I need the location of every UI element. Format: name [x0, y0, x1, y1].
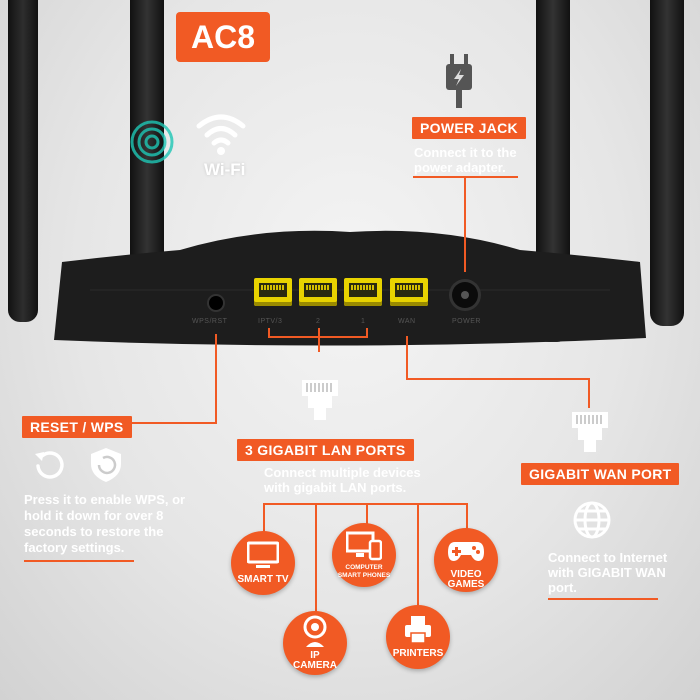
device-tree-computer: [366, 503, 368, 525]
power-jack: [452, 282, 478, 308]
computer-phone-icon: [346, 531, 382, 561]
device-tree-games: [466, 503, 468, 531]
reset-icon: [35, 451, 64, 479]
wan-desc-underline: [548, 598, 658, 600]
lan-port-1: [344, 278, 382, 306]
nfc-signal-icon: [130, 120, 174, 164]
reset-wps-title: RESET / WPS: [22, 416, 132, 438]
wan-port-title: GIGABIT WAN PORT: [521, 463, 680, 485]
power-jack-connector: [464, 176, 466, 272]
iptv-label: IPTV/3: [258, 318, 283, 325]
printer-icon: [405, 616, 431, 644]
lan-port-2: [299, 278, 337, 306]
wan-port: [390, 278, 428, 306]
reset-connector-v: [215, 334, 217, 424]
lan2-label: 2: [316, 318, 321, 325]
wan-label: WAN: [398, 318, 416, 325]
device-tree-tv: [263, 503, 265, 533]
antenna-right-outer: [650, 0, 684, 326]
device-smart-tv: SMART TV: [231, 531, 295, 595]
ac8-logo: AC8: [176, 12, 270, 62]
antenna-left-outer: [8, 0, 38, 322]
device-tree-camera: [315, 503, 317, 613]
wps-rst-label: WPS/RST: [192, 318, 228, 325]
power-label: POWER: [452, 318, 481, 325]
device-printers: PRINTERS: [386, 605, 450, 669]
ethernet-plug-icon: [302, 380, 338, 420]
tv-icon: [247, 541, 279, 568]
lan-port-3: [254, 278, 292, 306]
reset-button: [209, 296, 223, 310]
device-tree-printer: [417, 503, 419, 607]
logo-text: AC8: [190, 19, 255, 55]
lan-bracket-mid: [318, 328, 320, 352]
reset-desc-underline: [24, 560, 134, 562]
power-plug-icon: [446, 54, 472, 108]
wan-connector-h: [406, 378, 590, 380]
gamepad-icon: [448, 542, 484, 561]
lan-ports-title: 3 GIGABIT LAN PORTS: [237, 439, 414, 461]
reset-connector-h: [125, 422, 217, 424]
wan-connector-v2: [588, 378, 590, 408]
wifi-icon: [196, 114, 246, 155]
lan-bracket-left: [268, 328, 270, 338]
lan-bracket-right: [366, 328, 368, 338]
wifi-label: Wi-Fi: [204, 160, 246, 179]
shield-wps-icon: [91, 448, 121, 482]
device-tree-h: [263, 503, 467, 505]
webcam-icon: [303, 615, 327, 647]
wan-connector-v: [406, 336, 408, 380]
lan1-label: 1: [361, 318, 366, 325]
power-jack-title: POWER JACK: [412, 117, 526, 139]
ethernet-plug-wan-icon: [572, 412, 608, 452]
globe-icon: [573, 501, 611, 539]
